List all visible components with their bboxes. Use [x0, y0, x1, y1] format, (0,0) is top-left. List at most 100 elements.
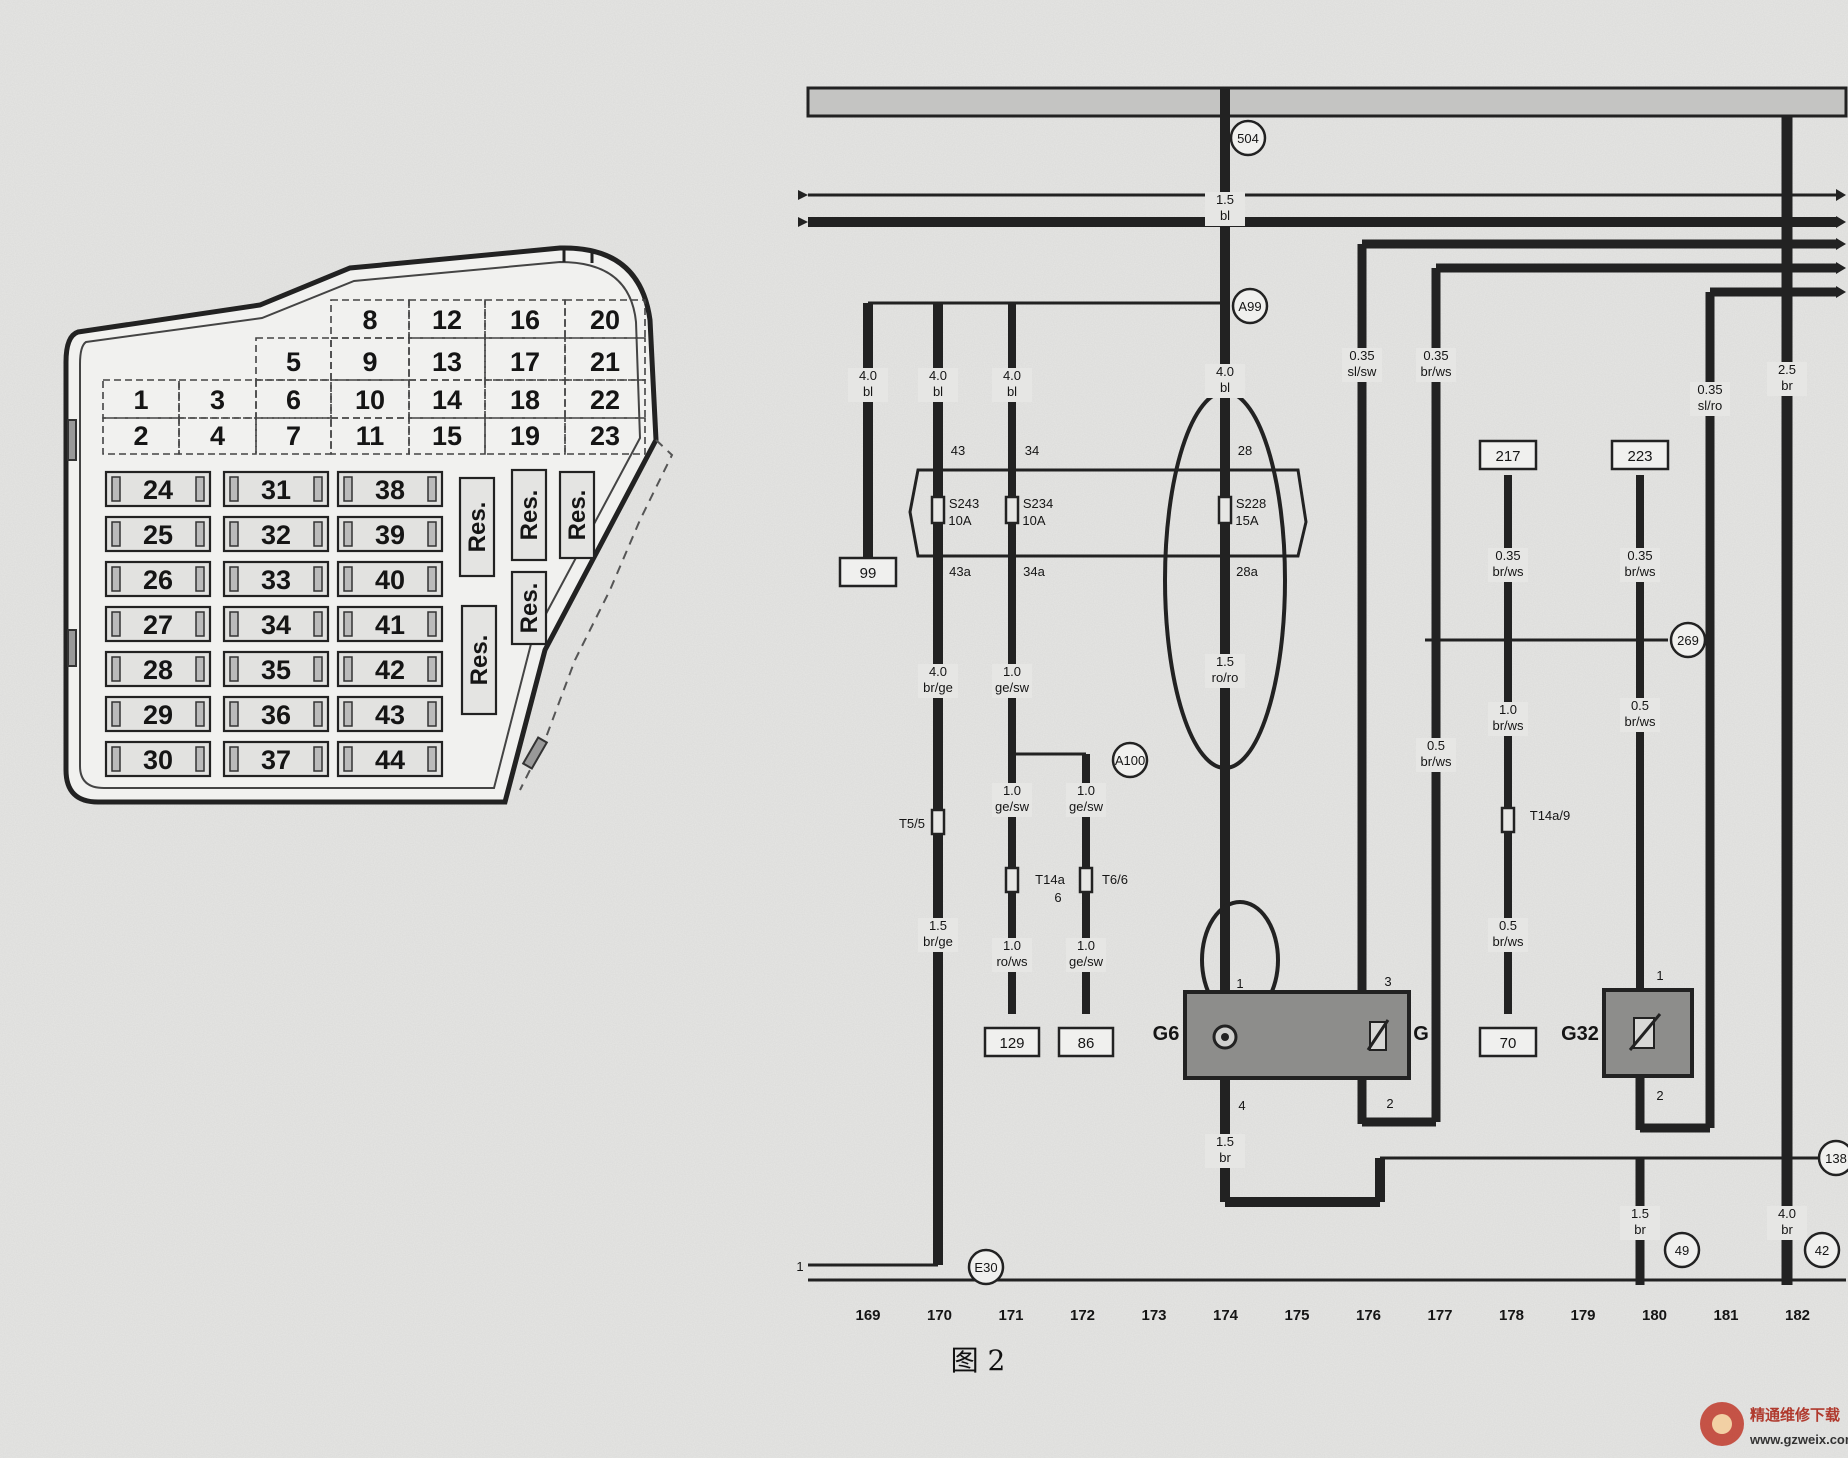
wire-size: 1.5 [929, 918, 947, 933]
fuse-number: 5 [286, 347, 301, 377]
fuse-pin-out: 34a [1023, 564, 1045, 579]
wire-size: 0.35 [1627, 548, 1652, 563]
column-number: 176 [1356, 1307, 1381, 1324]
fuse-slot-number: 41 [375, 610, 405, 640]
wire-color: br/ws [1420, 754, 1452, 769]
fuse-box-clip [521, 736, 549, 770]
column-number: 170 [927, 1307, 952, 1324]
column-number: 180 [1642, 1307, 1667, 1324]
fuse-name: S234 [1023, 496, 1053, 511]
column-number: 182 [1785, 1307, 1810, 1324]
fuse-slot [104, 695, 212, 733]
wire-size: 2.5 [1778, 362, 1796, 377]
fuse-number: 15 [432, 421, 462, 451]
fuse-rating: 15A [1235, 513, 1258, 528]
wire-size: 0.35 [1423, 348, 1448, 363]
wire-label-gap [1488, 918, 1528, 952]
column-number: 177 [1427, 1307, 1452, 1324]
wire-size: 4.0 [929, 368, 947, 383]
fuse-symbol [930, 495, 946, 525]
reference-box [983, 1026, 1041, 1058]
fuse-slot-number: 25 [143, 520, 173, 550]
figure-caption: 图 2 [951, 1344, 1006, 1377]
reference-box [1478, 439, 1538, 471]
wire-label-gap [1066, 938, 1106, 972]
fuse-slot-clip [229, 746, 239, 772]
wire-color: ge/sw [995, 799, 1030, 814]
wire-color: br [1781, 378, 1793, 393]
wire-label-gap [1488, 702, 1528, 736]
component-pin: 4 [1238, 1098, 1245, 1113]
connector-label: 6 [1054, 890, 1061, 905]
column-number: 172 [1070, 1307, 1095, 1324]
wire-size: 1.5 [1631, 1206, 1649, 1221]
fuse-slot-clip [313, 746, 323, 772]
wire-label-gap [1205, 654, 1245, 688]
node-a99-label: A99 [1238, 299, 1261, 314]
harness-arrow [798, 217, 808, 227]
node-269 [1669, 621, 1707, 659]
node-138 [1817, 1139, 1848, 1177]
wire-color: bl [863, 384, 873, 399]
node-49-label: 49 [1675, 1243, 1689, 1258]
power-bus-bar [806, 86, 1848, 118]
wire-color: ge/sw [995, 680, 1030, 695]
fuse-slot-clip [111, 656, 121, 682]
fuse-slot-number: 39 [375, 520, 405, 550]
column-number: 179 [1570, 1307, 1595, 1324]
reference-box [1478, 1026, 1538, 1058]
wire-label-gap [1767, 1206, 1807, 1240]
fuse-slot-clip [313, 701, 323, 727]
fuse-slot-clip [343, 521, 353, 547]
fuse-pin-out: 28a [1236, 564, 1258, 579]
component-pin: 1 [1236, 976, 1243, 991]
reference-box-label: 217 [1495, 448, 1520, 465]
wire-size: 0.5 [1427, 738, 1445, 753]
fuse-slot-clip [427, 701, 437, 727]
harness-arrow [1836, 262, 1846, 274]
fuse-slot [222, 650, 330, 688]
wire-label-gap [1205, 364, 1245, 398]
fuse-slot-clip [195, 701, 205, 727]
fuse-slot-number: 35 [261, 655, 291, 685]
fuse-slot-clip [111, 701, 121, 727]
wire-size: 1.5 [1216, 654, 1234, 669]
column-number: 175 [1284, 1307, 1309, 1324]
fuse-slot [336, 650, 444, 688]
column-number: 181 [1713, 1307, 1738, 1324]
fuse-slot-number: 34 [261, 610, 291, 640]
column-number: 173 [1141, 1307, 1166, 1324]
wire-size: 1.0 [1077, 783, 1095, 798]
fuse-slot [222, 560, 330, 598]
wire-color: ro/ws [996, 954, 1028, 969]
node-a100 [1111, 741, 1149, 779]
fuse-slot [104, 560, 212, 598]
reserved-label: Res. [516, 490, 543, 541]
fuse-slot-clip [343, 701, 353, 727]
wire-size: 0.35 [1495, 548, 1520, 563]
component-pin: 2 [1386, 1096, 1393, 1111]
reference-box [1610, 439, 1670, 471]
fuse-slot [104, 470, 212, 508]
fuse-slot-clip [111, 476, 121, 502]
fuse-slot-clip [195, 476, 205, 502]
wire-label-gap [918, 664, 958, 698]
fuel-gauge-sender-icon [1366, 1019, 1390, 1051]
fuse-holder-strip [908, 468, 1308, 558]
fuse-number: 18 [510, 385, 540, 415]
fuse-slot-number: 29 [143, 700, 173, 730]
wire-label-gap [992, 938, 1032, 972]
wire-color: br [1781, 1222, 1793, 1237]
wire-label-gap [1620, 548, 1660, 582]
fuse-slot-clip [195, 746, 205, 772]
connector-label: T14a/9 [1530, 808, 1570, 823]
component-pin: 3 [1384, 974, 1391, 989]
fuse-number: 2 [133, 421, 148, 451]
wire-size: 0.35 [1349, 348, 1374, 363]
wire-size: 4.0 [1216, 364, 1234, 379]
wire-color: bl [1007, 384, 1017, 399]
